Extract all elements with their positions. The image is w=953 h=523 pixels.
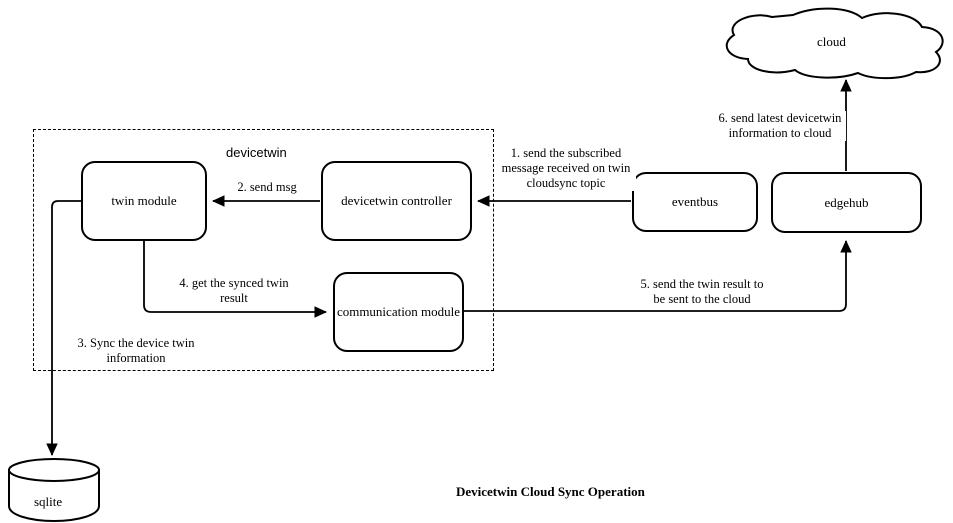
devicetwin-group-label: devicetwin [226,145,287,160]
connector-communication-module-to-edgehub [463,239,852,312]
connector-twin-module-to-sqlite [46,200,81,457]
cloud-shape [725,7,944,80]
sqlite-cylinder-body [8,469,100,523]
edge-label-1: 1. send the subscribed message received … [496,146,636,191]
node-edgehub[interactable]: edgehub [771,172,922,233]
devicetwin-group-container [33,129,494,371]
node-devicetwin-controller-label: devicetwin controller [341,193,452,208]
node-devicetwin-controller[interactable]: devicetwin controller [321,161,472,241]
edge-label-3: 3. Sync the device twin information [56,336,216,366]
node-communication-module[interactable]: communication module [333,272,464,352]
edge-label-4: 4. get the synced twin result [154,276,314,306]
edge-label-5: 5. send the twin result to be sent to th… [614,277,790,307]
connector-twin-module-to-communication-module [143,241,328,318]
node-communication-module-label: communication module [336,304,461,319]
node-sqlite-label: sqlite [34,494,63,509]
node-edgehub-label: edgehub [824,194,869,210]
sqlite-cylinder-top [8,458,100,482]
edge-label-6: 6. send latest devicetwin information to… [714,111,846,141]
node-eventbus-label: eventbus [671,194,719,209]
node-eventbus[interactable]: eventbus [632,172,758,232]
node-cloud-label: cloud [817,34,846,49]
node-twin-module-label: twin module [111,193,177,208]
edge-label-2: 2. send msg [222,180,312,195]
page-title: Devicetwin Cloud Sync Operation [456,484,645,499]
node-twin-module[interactable]: twin module [81,161,207,241]
